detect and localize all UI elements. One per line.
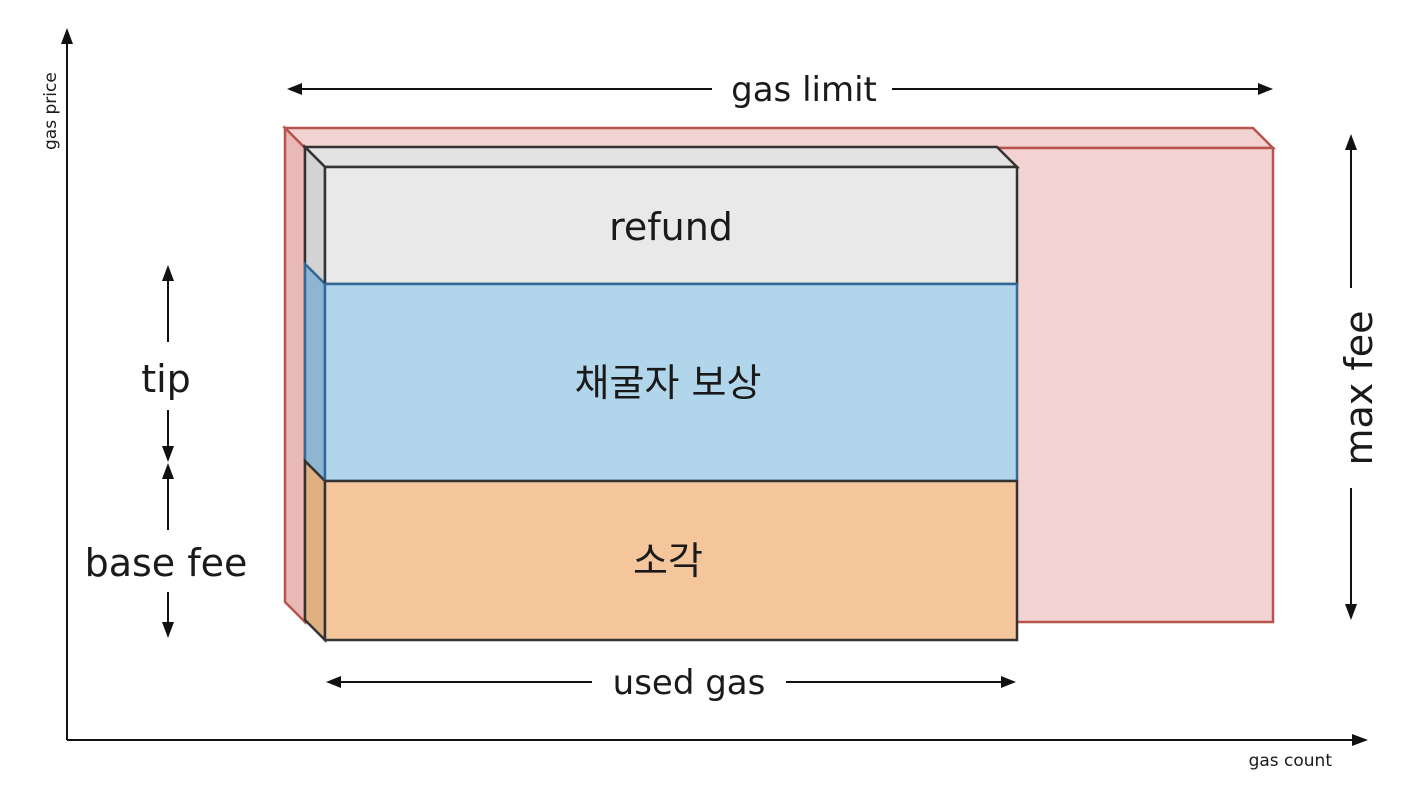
tip-arrowhead-bottom xyxy=(162,446,174,462)
base-fee-arrowhead-top xyxy=(162,463,174,479)
max-fee-arrowhead-bottom xyxy=(1345,604,1357,620)
used-gas-block-top xyxy=(301,145,1021,169)
max-fee-box-top xyxy=(281,126,1277,150)
y-axis-label: gas price xyxy=(41,72,61,150)
max-fee-label: max fee xyxy=(1337,310,1381,465)
base-fee-dimension: base fee xyxy=(85,463,248,638)
gas-limit-dimension: gas limit xyxy=(287,70,1273,110)
x-axis-arrowhead xyxy=(1352,734,1368,746)
tip-dimension: tip xyxy=(141,265,191,462)
burn-side xyxy=(303,457,327,644)
refund-side xyxy=(303,143,327,288)
gas-limit-arrowhead-right xyxy=(1258,83,1273,95)
max-fee-arrowhead-top xyxy=(1345,134,1357,150)
used-gas-block: refund 채굴자 보상 소각 xyxy=(301,143,1021,644)
x-axis-label: gas count xyxy=(1249,751,1333,771)
miner-reward-side xyxy=(303,260,327,485)
used-gas-arrowhead-left xyxy=(326,676,341,688)
used-gas-dimension: used gas xyxy=(326,663,1016,703)
gas-limit-label: gas limit xyxy=(731,70,877,110)
y-axis-arrowhead xyxy=(61,28,73,44)
gas-limit-arrowhead-left xyxy=(287,83,302,95)
tip-label: tip xyxy=(141,357,191,401)
base-fee-arrowhead-bottom xyxy=(162,622,174,638)
miner-reward-label: 채굴자 보상 xyxy=(575,361,762,405)
burn-section xyxy=(323,479,1019,642)
burn-label: 소각 xyxy=(633,539,703,583)
base-fee-label: base fee xyxy=(85,541,248,585)
max-fee-box-side xyxy=(283,124,307,626)
tip-arrowhead-top xyxy=(162,265,174,281)
refund-section xyxy=(323,165,1019,286)
used-gas-label: used gas xyxy=(613,663,766,703)
axes: gas price gas count xyxy=(41,28,1368,771)
max-fee-dimension: max fee xyxy=(1337,134,1381,620)
refund-label: refund xyxy=(609,205,733,249)
miner-reward-section xyxy=(323,282,1019,483)
used-gas-arrowhead-right xyxy=(1001,676,1016,688)
